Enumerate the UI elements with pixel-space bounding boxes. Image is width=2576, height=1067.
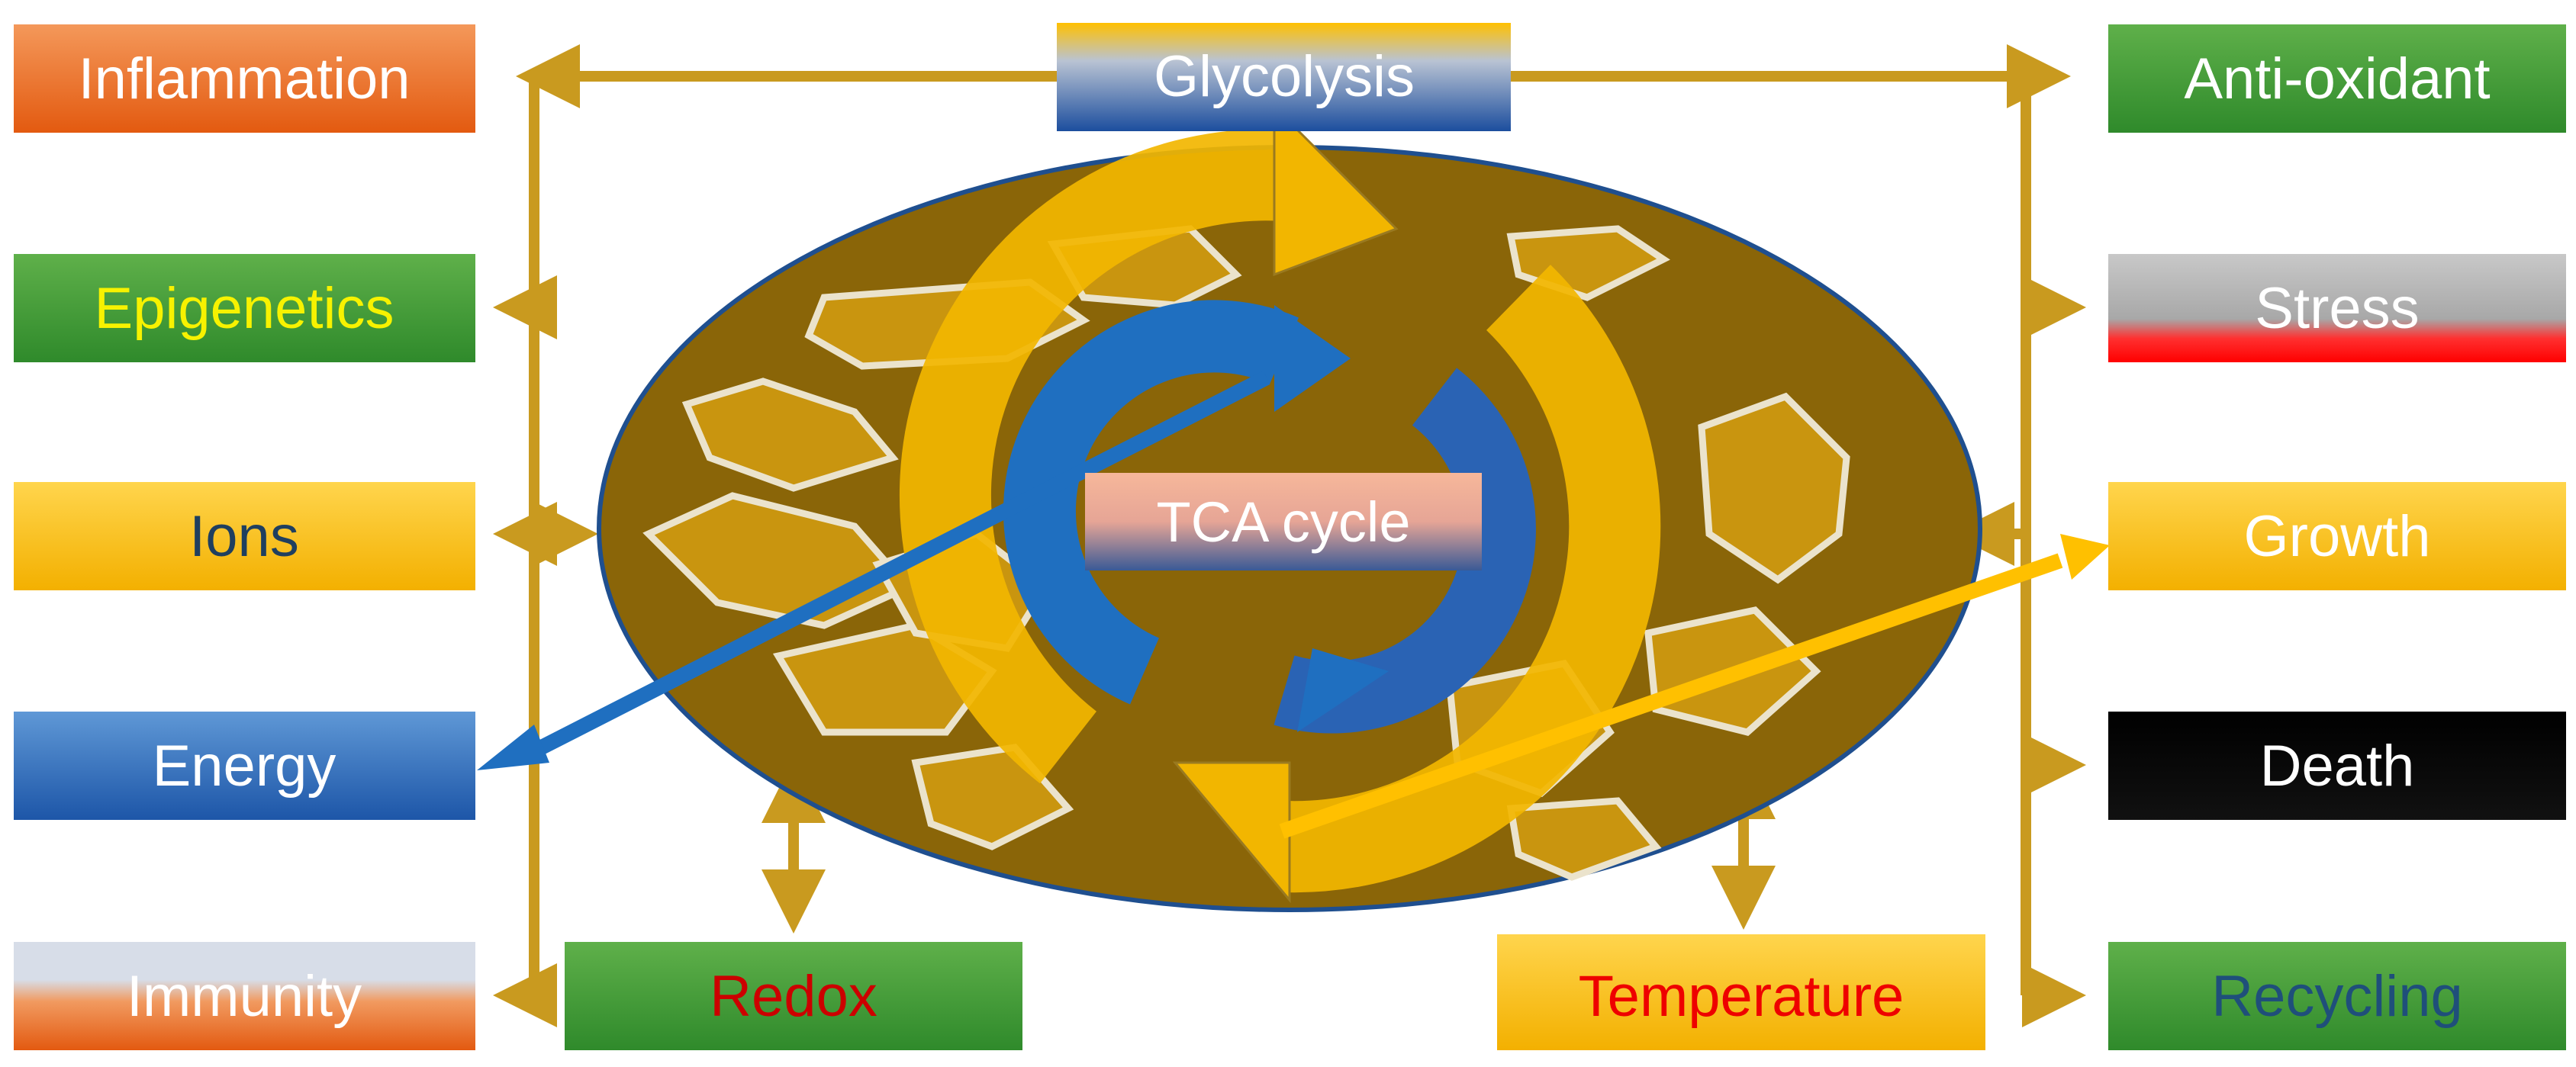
box-epigenetics[interactable]: Epigenetics — [14, 254, 475, 362]
anti-oxidant-label: Anti-oxidant — [2184, 47, 2490, 111]
inflammation-label: Inflammation — [78, 47, 410, 111]
tca-cycle-box[interactable]: TCA cycle — [1085, 473, 1482, 570]
redox-label: Redox — [710, 964, 877, 1029]
death-label: Death — [2260, 734, 2415, 799]
box-immunity[interactable]: Immunity — [14, 942, 475, 1050]
immunity-label: Immunity — [127, 964, 362, 1029]
cycle-blue — [1003, 300, 1536, 734]
energy-label: Energy — [153, 734, 336, 799]
box-energy[interactable]: Energy — [14, 712, 475, 820]
box-growth[interactable]: Growth — [2108, 482, 2566, 590]
epigenetics-label: Epigenetics — [95, 276, 394, 341]
box-inflammation[interactable]: Inflammation — [14, 24, 475, 133]
recycling-label: Recycling — [2211, 964, 2462, 1029]
box-stress[interactable]: Stress — [2108, 254, 2566, 362]
growth-arrow — [1279, 534, 2110, 839]
box-anti-oxidant[interactable]: Anti-oxidant — [2108, 24, 2566, 133]
box-temperature[interactable]: Temperature — [1497, 934, 1985, 1050]
box-death[interactable]: Death — [2108, 712, 2566, 820]
growth-label: Growth — [2244, 504, 2431, 569]
glycolysis-label: Glycolysis — [1154, 44, 1415, 109]
temperature-label: Temperature — [1579, 964, 1905, 1029]
box-recycling[interactable]: Recycling — [2108, 942, 2566, 1050]
box-redox[interactable]: Redox — [565, 942, 1022, 1050]
tca-cycle-label: TCA cycle — [1156, 490, 1410, 554]
energy-arrow — [477, 371, 1270, 770]
cycle-gold — [900, 104, 1661, 904]
stress-label: Stress — [2255, 276, 2419, 341]
glycolysis-box[interactable]: Glycolysis — [1057, 23, 1511, 131]
ions-label: Ions — [189, 504, 299, 569]
box-ions[interactable]: Ions — [14, 482, 475, 590]
